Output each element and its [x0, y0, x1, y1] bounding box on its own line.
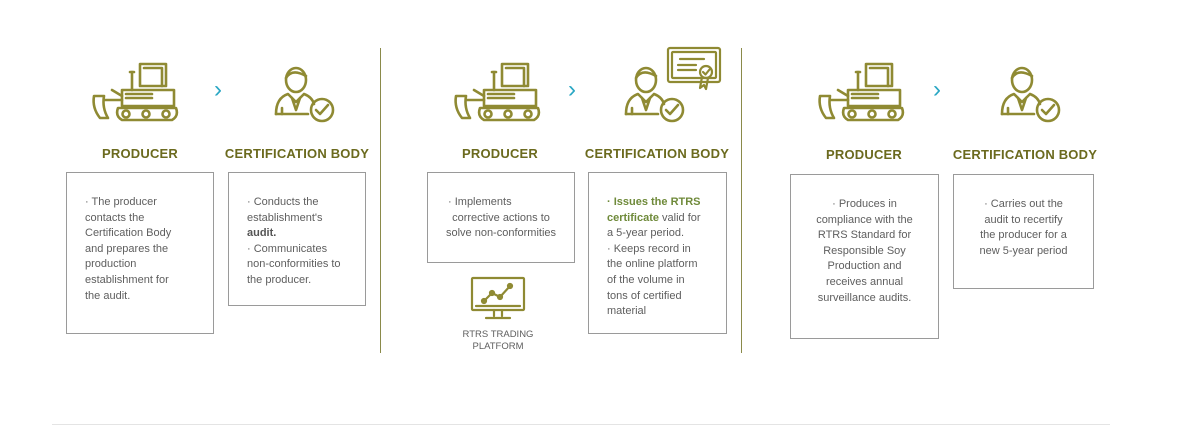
box-line: · Keeps record in: [607, 242, 691, 255]
producer-step-box: · Produces in compliance with the RTRS S…: [790, 174, 939, 339]
certification-body-heading: CERTIFICATION BODY: [952, 147, 1098, 162]
chevron-right-icon: ›: [214, 76, 222, 103]
box-line: receives annual: [825, 275, 904, 288]
box-line-highlight: · Issues the RTRS: [607, 196, 701, 208]
producer-heading: PRODUCER: [826, 147, 902, 162]
box-line: tons of certified: [607, 289, 682, 302]
box-line-bold: audit.: [247, 227, 277, 240]
chevron-right-icon: ›: [933, 76, 941, 103]
monitor-chart-icon: [470, 276, 526, 322]
certification-body-step-box: · Conducts the establishment's audit. · …: [228, 172, 366, 306]
person-check-icon: [996, 64, 1066, 128]
platform-label-line: PLATFORM: [472, 341, 524, 352]
box-line: Certification Body: [85, 227, 172, 240]
box-line: establishment for: [85, 273, 169, 286]
trading-platform-label: RTRS TRADING PLATFORM: [440, 329, 556, 353]
box-line: establishment's: [247, 211, 323, 224]
box-line: · Conducts the: [247, 196, 319, 208]
box-line: solve non-conformities: [445, 227, 557, 240]
certification-body-step-box: · Issues the RTRS certificate valid for …: [588, 172, 727, 334]
box-line: non-conformities to: [247, 258, 341, 271]
box-line-rest: valid for: [658, 211, 701, 224]
producer-step-box: · Implements corrective actions to solve…: [427, 172, 575, 263]
box-line: and prepares the: [85, 242, 169, 255]
box-line: a 5-year period.: [607, 227, 685, 240]
certification-body-step-box: · Carries out the audit to recertify the…: [953, 174, 1094, 289]
box-line: compliance with the: [816, 213, 913, 226]
certification-body-heading: CERTIFICATION BODY: [584, 146, 730, 161]
person-check-icon: [270, 64, 340, 128]
box-line: · Carries out the: [984, 198, 1063, 210]
certificate-icon: [666, 46, 722, 92]
box-line: production: [85, 258, 137, 271]
box-line: of the volume in: [607, 273, 685, 286]
certification-body-heading: CERTIFICATION BODY: [224, 146, 370, 161]
box-line: the online platform: [607, 258, 698, 271]
box-line: material: [607, 305, 647, 318]
box-line: certificate valid for: [607, 211, 716, 227]
chevron-right-icon: ›: [568, 76, 576, 103]
box-line: audit to recertify: [984, 213, 1063, 226]
box-line: · Implements: [448, 196, 512, 208]
box-line: RTRS Standard for: [817, 229, 912, 242]
tractor-icon: [452, 60, 542, 124]
box-line: the audit.: [85, 289, 131, 302]
section-divider: [380, 48, 381, 353]
producer-step-box: · The producer contacts the Certificatio…: [66, 172, 214, 334]
box-line: the producer for a: [980, 229, 1067, 242]
producer-heading: PRODUCER: [462, 146, 538, 161]
section-divider: [741, 48, 742, 353]
certificate-highlight: certificate: [607, 211, 659, 224]
bottom-separator: [52, 424, 1110, 425]
producer-heading: PRODUCER: [102, 146, 178, 161]
box-line: corrective actions to: [452, 211, 550, 224]
box-line: new 5-year period: [979, 244, 1068, 257]
box-line: · The producer: [85, 196, 157, 208]
box-line: contacts the: [85, 211, 145, 224]
box-line: · Produces in: [832, 198, 897, 210]
box-line: surveillance audits.: [817, 291, 912, 304]
box-line: Responsible Soy: [823, 244, 906, 257]
tractor-icon: [816, 60, 906, 124]
platform-label-line: RTRS TRADING: [462, 329, 534, 340]
box-line: Production and: [827, 260, 902, 273]
tractor-icon: [90, 60, 180, 124]
box-line: · Communicates: [247, 242, 328, 255]
box-line: the producer.: [247, 273, 312, 286]
